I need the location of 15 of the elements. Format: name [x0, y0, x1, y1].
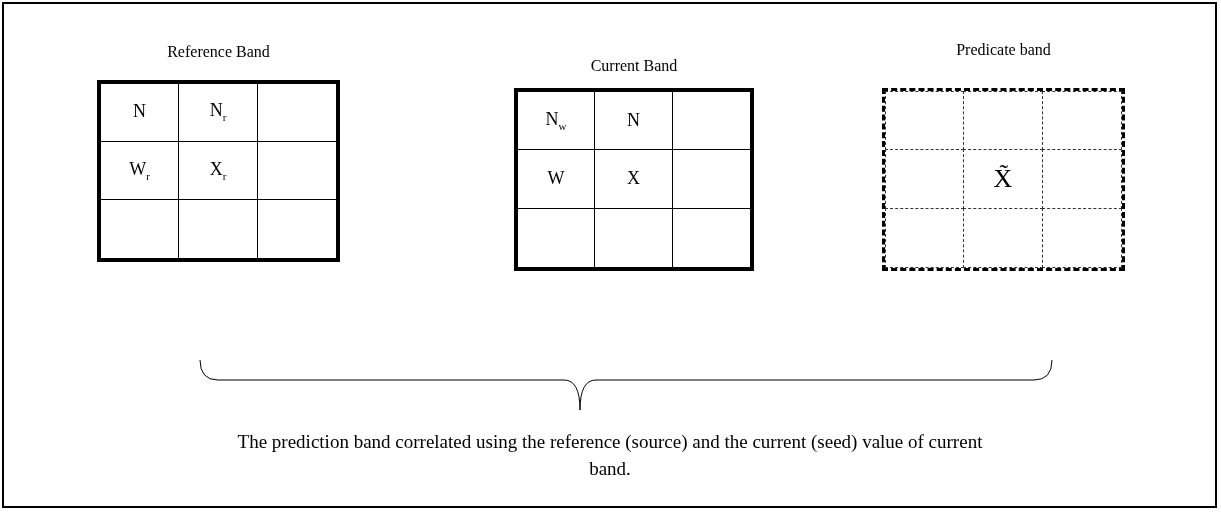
cell-symbol: X̃ [993, 164, 1013, 194]
cell-symbol: N$_{r}$ [209, 101, 227, 124]
grid-cell [517, 91, 595, 150]
grid-cell [100, 83, 179, 142]
cell-symbol: X [627, 169, 640, 189]
band-heading: Current Band [590, 56, 678, 76]
cell-symbol: N$_{w}$ [545, 109, 567, 132]
band-heading: Reference Band [167, 42, 270, 62]
caption: The prediction band correlated using the reference (source) and the current (seed) value of current band. [236, 430, 984, 481]
cell-symbol: W [547, 169, 565, 189]
cell-symbol: N [133, 102, 146, 123]
cell-symbol: W$_{r}$ [129, 159, 150, 182]
cell-symbol: N [627, 110, 640, 131]
cell-symbol: X$_{r}$ [209, 159, 227, 182]
band-heading: Predicate band [956, 40, 1051, 60]
